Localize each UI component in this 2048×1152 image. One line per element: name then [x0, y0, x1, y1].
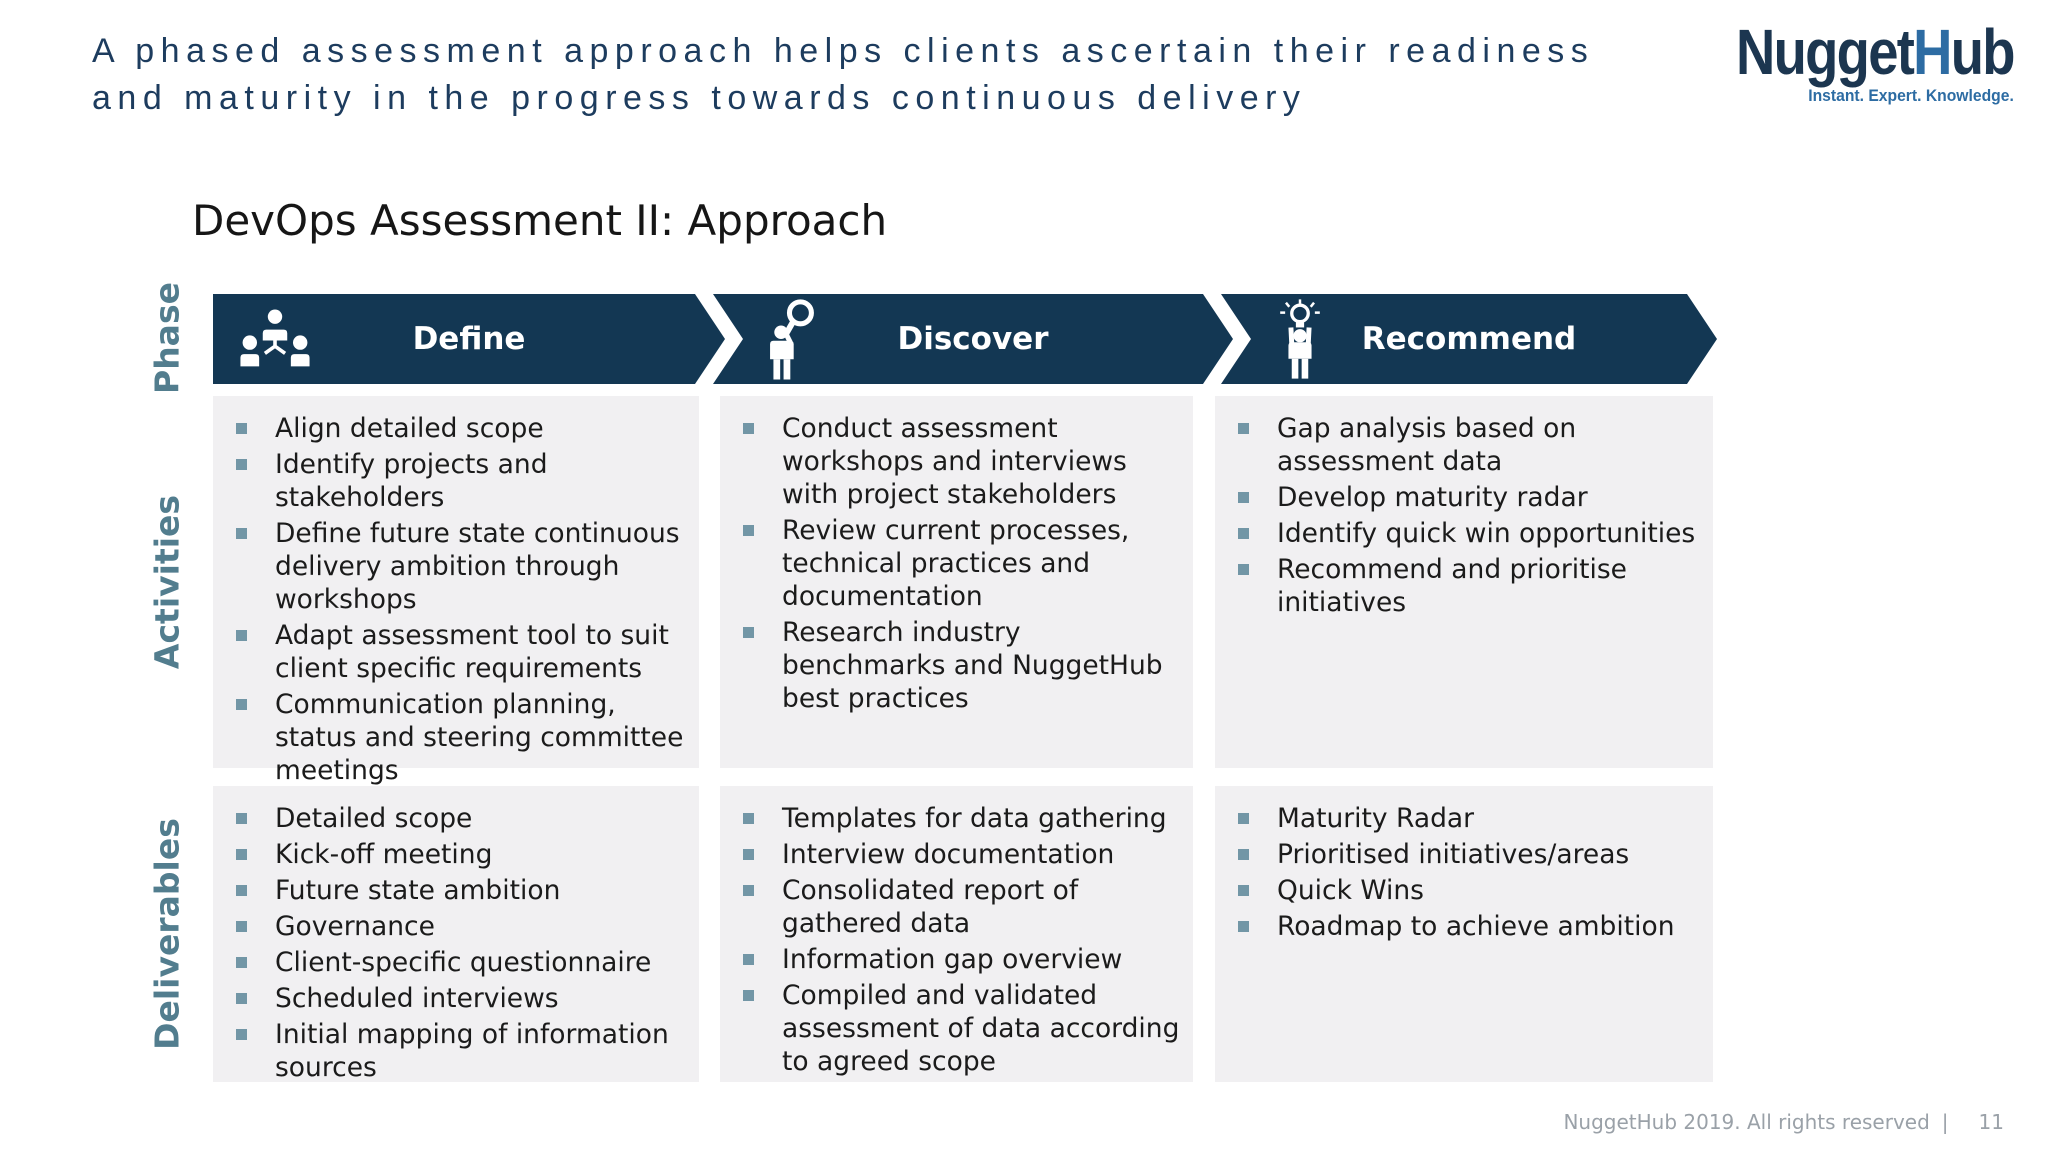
bullet-item: Align detailed scope	[229, 412, 691, 445]
bullet-item: Client-specific questionnaire	[229, 946, 691, 979]
phase-label-define: Define	[412, 321, 526, 357]
logo-part-h: H	[1913, 16, 1952, 88]
bullet-item: Identify quick win opportunities	[1231, 517, 1705, 550]
activities-box-discover: Conduct assessment workshops and intervi…	[720, 396, 1193, 768]
bullet-item: Review current processes, technical prac…	[736, 514, 1185, 613]
bullet-item: Initial mapping of information sources	[229, 1018, 691, 1084]
logo-part-nugget: Nugget	[1736, 16, 1915, 88]
bullet-item: Interview documentation	[736, 838, 1185, 871]
slide-title-line-2: and maturity in the progress towards con…	[92, 79, 1307, 117]
footer-copyright: NuggetHub 2019. All rights reserved	[1563, 1110, 1930, 1134]
bullet-item: Conduct assessment workshops and intervi…	[736, 412, 1185, 511]
logo-wordmark: NuggetHub	[1736, 20, 2015, 84]
bullet-item: Templates for data gathering	[736, 802, 1185, 835]
phase-band: Define Discover	[0, 294, 2048, 384]
bullet-item: Recommend and prioritise initiatives	[1231, 553, 1705, 619]
slide-title-line-1: A phased assessment approach helps clien…	[92, 32, 1595, 70]
bullet-item: Future state ambition	[229, 874, 691, 907]
phase-segment-define: Define	[213, 294, 725, 384]
bullet-item: Adapt assessment tool to suit client spe…	[229, 619, 691, 685]
bullet-item: Governance	[229, 910, 691, 943]
bullet-item: Scheduled interviews	[229, 982, 691, 1015]
bullet-item: Develop maturity radar	[1231, 481, 1705, 514]
magnifier-person-icon	[765, 298, 819, 380]
bullet-item: Prioritised initiatives/areas	[1231, 838, 1705, 871]
bullet-item: Compiled and validated assessment of dat…	[736, 979, 1185, 1078]
phase-segment-discover: Discover	[713, 294, 1233, 384]
slide-title: A phased assessment approach helps clien…	[92, 28, 1594, 122]
bullet-item: Identify projects and stakeholders	[229, 448, 691, 514]
logo-tagline: Instant. Expert. Knowledge.	[1808, 87, 2014, 105]
row-label-deliverables: Deliverables	[147, 818, 187, 1050]
bullet-item: Kick-off meeting	[229, 838, 691, 871]
footer-page-number: 11	[1978, 1110, 2004, 1134]
activities-list-discover: Conduct assessment workshops and intervi…	[720, 396, 1193, 715]
phase-label-recommend: Recommend	[1361, 321, 1577, 357]
nuggethub-logo: NuggetHub Instant. Expert. Knowledge.	[1687, 20, 2015, 106]
bullet-item: Gap analysis based on assessment data	[1231, 412, 1705, 478]
lightbulb-person-icon	[1267, 297, 1333, 381]
phase-label-discover: Discover	[897, 321, 1049, 357]
phase-segment-recommend: Recommend	[1221, 294, 1717, 384]
team-hierarchy-icon	[239, 308, 311, 370]
bullet-item: Roadmap to achieve ambition	[1231, 910, 1705, 943]
bullet-item: Detailed scope	[229, 802, 691, 835]
slide-footer: NuggetHub 2019. All rights reserved | 11	[1563, 1110, 2004, 1134]
bullet-item: Maturity Radar	[1231, 802, 1705, 835]
footer-separator: |	[1941, 1110, 1949, 1134]
bullet-item: Information gap overview	[736, 943, 1185, 976]
bullet-item: Define future state continuous delivery …	[229, 517, 691, 616]
logo-part-ub: ub	[1950, 16, 2016, 88]
bullet-item: Research industry benchmarks and NuggetH…	[736, 616, 1185, 715]
bullet-item: Communication planning, status and steer…	[229, 688, 691, 787]
bullet-item: Consolidated report of gathered data	[736, 874, 1185, 940]
row-label-activities: Activities	[147, 494, 187, 670]
bullet-item: Quick Wins	[1231, 874, 1705, 907]
page-title: DevOps Assessment II: Approach	[192, 196, 888, 245]
